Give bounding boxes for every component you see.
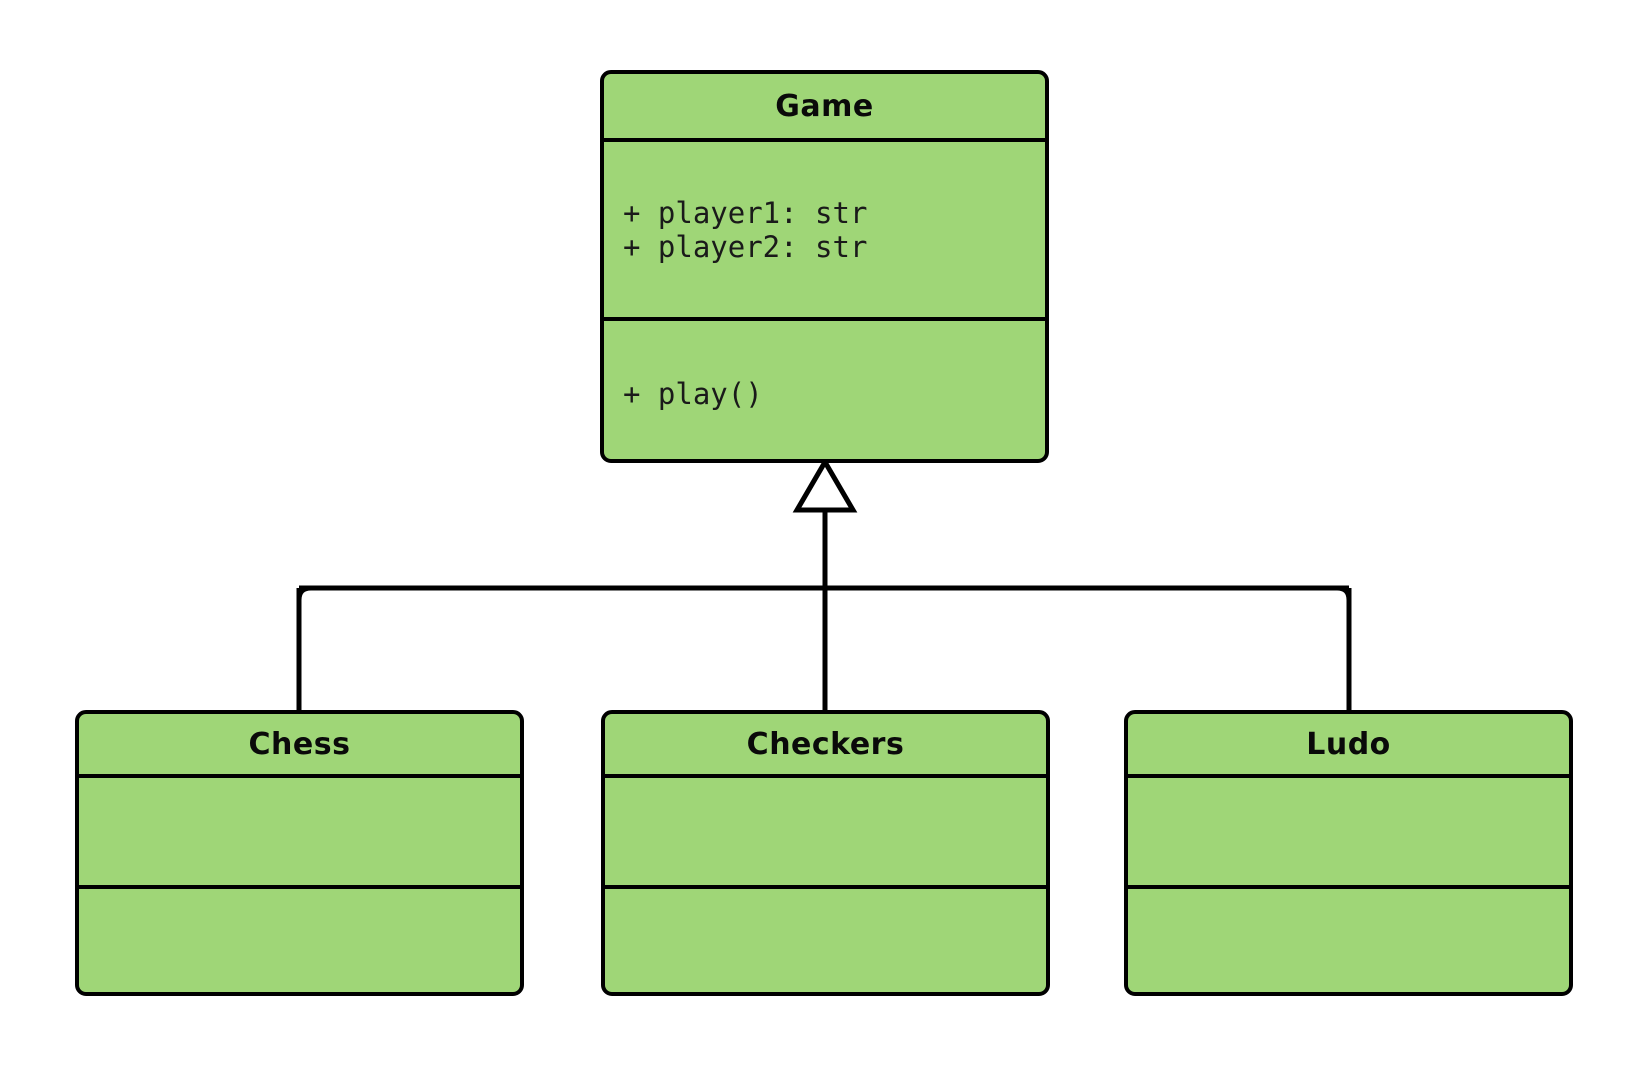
uml-class-checkers-title: Checkers: [746, 726, 905, 762]
uml-class-game-attributes: + player1: str + player2: str: [623, 195, 868, 264]
uml-class-checkers-divider-1: [605, 774, 1046, 778]
uml-class-chess-attributes: [79, 778, 520, 885]
uml-class-game-title: Game: [775, 88, 874, 124]
uml-class-game-divider-1: [604, 138, 1045, 142]
connector-elbow-right: [1336, 585, 1352, 612]
uml-class-checkers[interactable]: Checkers: [601, 710, 1050, 996]
uml-class-game-methods: + play(): [623, 377, 763, 411]
uml-class-ludo-attributes: [1128, 778, 1569, 885]
uml-class-ludo-title: Ludo: [1306, 726, 1391, 762]
uml-class-ludo-divider-1: [1128, 774, 1569, 778]
uml-class-checkers-divider-2: [605, 885, 1046, 889]
connector-elbow-left: [296, 585, 312, 612]
uml-class-chess-divider-2: [79, 885, 520, 889]
uml-class-checkers-methods: [605, 889, 1046, 992]
uml-class-chess-title: Chess: [248, 726, 351, 762]
uml-class-ludo-methods: [1128, 889, 1569, 992]
uml-class-checkers-attributes: [605, 778, 1046, 885]
uml-class-game[interactable]: Game + player1: str + player2: str + pla…: [600, 70, 1049, 463]
inheritance-triangle-icon: [792, 457, 858, 513]
uml-class-game-divider-2: [604, 317, 1045, 321]
uml-class-chess-divider-1: [79, 774, 520, 778]
uml-class-chess[interactable]: Chess: [75, 710, 524, 996]
uml-class-chess-methods: [79, 889, 520, 992]
uml-class-ludo-divider-2: [1128, 885, 1569, 889]
uml-class-ludo[interactable]: Ludo: [1124, 710, 1573, 996]
